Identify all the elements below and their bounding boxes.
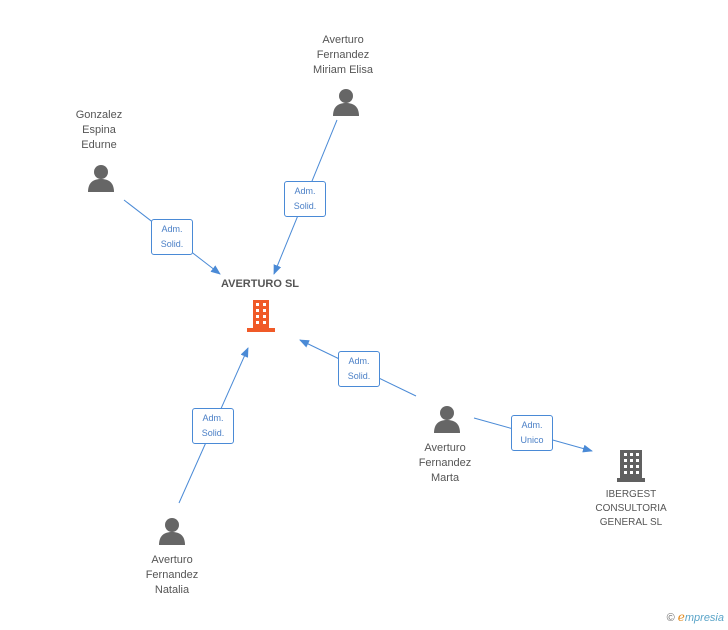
role-line: Solid. [160, 239, 184, 249]
role-line: Solid. [293, 201, 317, 211]
company-label-ibergest[interactable]: IBERGEST CONSULTORIA GENERAL SL [561, 488, 701, 530]
person-label-gonzalez[interactable]: Gonzalez Espina Edurne [29, 108, 169, 153]
role-line: Adm. [202, 413, 224, 423]
name-line: Averturo [424, 442, 466, 454]
person-icon[interactable] [88, 165, 114, 192]
name-line: Gonzalez [75, 109, 123, 121]
person-icon[interactable] [159, 518, 185, 545]
empresia-logo[interactable]: © empresia [667, 610, 724, 624]
name-line: Miriam Elisa [313, 64, 373, 76]
role-line: Unico [520, 435, 544, 445]
building-icon[interactable] [247, 300, 275, 332]
building-icon[interactable] [617, 450, 645, 482]
name-line: Fernandez [418, 457, 472, 469]
person-label-miriam[interactable]: Averturo Fernandez Miriam Elisa [273, 33, 413, 78]
name-line: Fernandez [145, 569, 199, 581]
name-line: CONSULTORIA [595, 503, 667, 514]
name-line: GENERAL SL [599, 517, 663, 528]
edge-label-natalia: Adm. Solid. [192, 408, 234, 444]
edge-label-marta: Adm. Solid. [338, 351, 380, 387]
copyright-symbol: © [666, 612, 675, 624]
person-label-marta[interactable]: Averturo Fernandez Marta [375, 441, 515, 486]
role-line: Solid. [347, 371, 371, 381]
person-icon[interactable] [434, 406, 460, 433]
name-line: IBERGEST [605, 489, 657, 500]
name-line: Averturo [151, 554, 193, 566]
edge-label-miriam: Adm. Solid. [284, 181, 326, 217]
brand-initial: e [677, 610, 685, 624]
name-line: Averturo [322, 34, 364, 46]
name-line: Espina [82, 124, 116, 136]
person-label-natalia[interactable]: Averturo Fernandez Natalia [102, 553, 242, 598]
company-name-averturo-sl[interactable]: AVERTURO SL [220, 278, 300, 290]
role-line: Solid. [201, 428, 225, 438]
edge-label-gonzalez: Adm. Solid. [151, 219, 193, 255]
role-line: Adm. [521, 420, 543, 430]
brand-name: mpresia [684, 612, 724, 624]
edge-label-ibergest: Adm. Unico [511, 415, 553, 451]
role-line: Adm. [294, 186, 316, 196]
role-line: Adm. [161, 224, 183, 234]
name-line: Natalia [154, 584, 190, 596]
role-line: Adm. [348, 356, 370, 366]
name-line: Edurne [81, 139, 117, 151]
name-line: Marta [430, 472, 460, 484]
person-icon[interactable] [333, 89, 359, 116]
name-line: Fernandez [316, 49, 370, 61]
